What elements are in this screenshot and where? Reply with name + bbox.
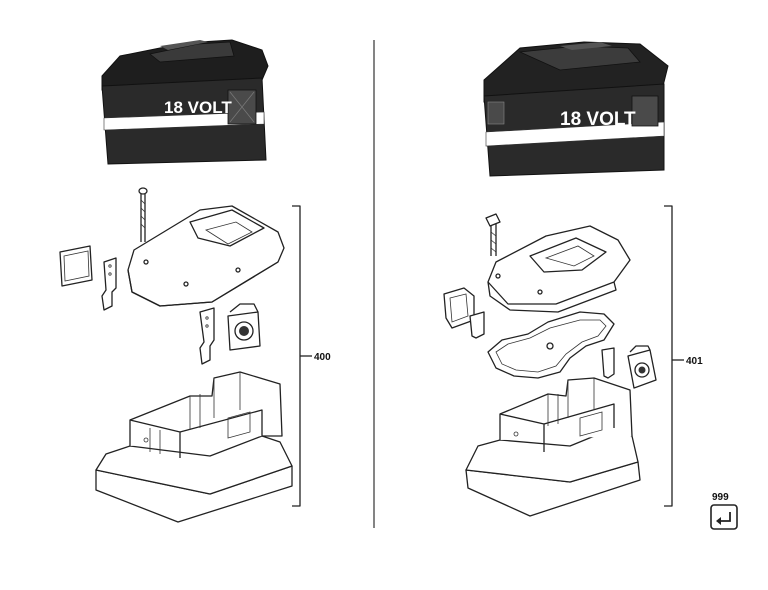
return-arrow-icon: [710, 504, 738, 530]
right-terminal-1: [469, 311, 485, 339]
right-bracket: [664, 205, 684, 507]
ref-401-label: 401: [686, 356, 703, 367]
ref-999-label: 999: [712, 492, 729, 503]
left-contact-plate: [59, 245, 93, 287]
right-battery-label: 18 VOLT: [560, 109, 636, 130]
left-battery-pack: 18 VOLT: [101, 39, 269, 165]
right-bottom-housing: [465, 377, 641, 517]
left-bottom-housing: [95, 371, 293, 523]
left-fuel-gauge: [227, 303, 261, 351]
left-terminal-2: [199, 307, 215, 365]
right-terminal-2: [601, 347, 615, 379]
left-terminal-1: [101, 257, 117, 311]
left-top-housing: [127, 205, 285, 307]
left-screw: [138, 187, 148, 242]
right-fuel-gauge: [627, 345, 657, 389]
right-gasket: [487, 311, 615, 379]
right-top-housing: [487, 225, 631, 313]
left-bracket: [292, 205, 312, 507]
right-battery-pack: 18 VOLT: [483, 41, 669, 177]
ref-400-label: 400: [314, 352, 331, 363]
right-contact-block: [443, 287, 475, 329]
left-battery-label: 18 VOLT: [164, 98, 232, 117]
right-screw: [485, 213, 501, 256]
